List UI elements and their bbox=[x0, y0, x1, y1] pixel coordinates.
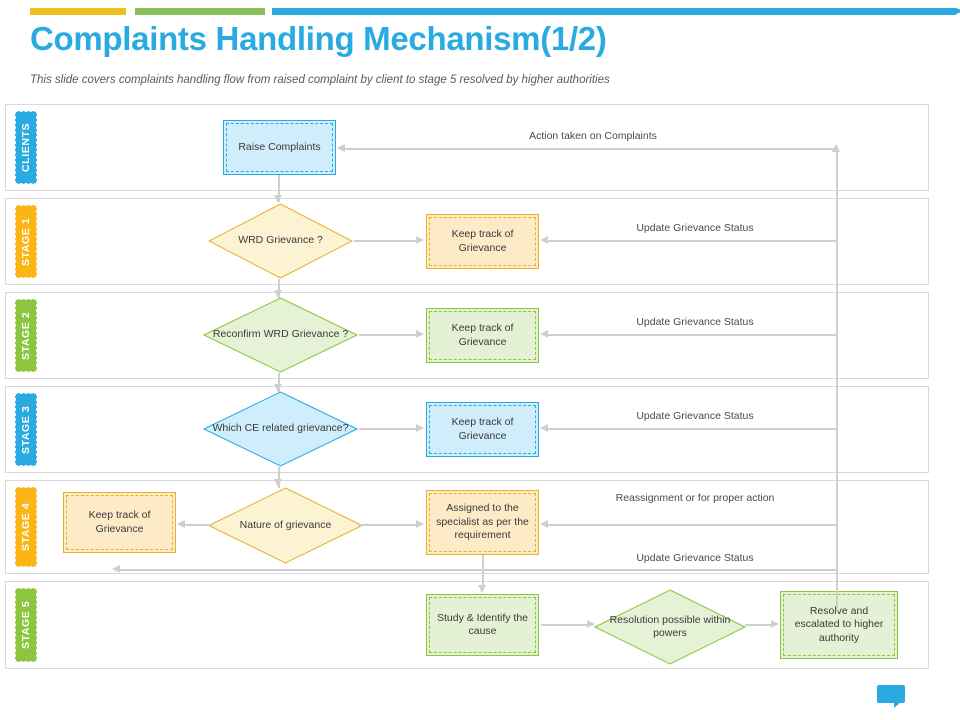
node-assigned-specialist-label: Assigned to the specialist as per the re… bbox=[429, 493, 536, 552]
edge-whichce-to-nature-line bbox=[278, 467, 280, 488]
edge-resolution-to-resolve-line bbox=[745, 624, 772, 626]
edge-raise-to-wrd-arrowhead bbox=[274, 195, 282, 203]
edge-study-to-resolution-arrowhead bbox=[587, 620, 595, 628]
edge-whichce-to-keeptrack-line bbox=[359, 428, 416, 430]
accent-bar-yellow bbox=[30, 8, 126, 15]
node-resolve-escalated-label: Resolve and escalated to higher authorit… bbox=[783, 594, 895, 656]
edge-update-4-arrowhead bbox=[112, 565, 120, 573]
node-wrd-grievance-label: WRD Grievance ? bbox=[238, 234, 323, 247]
edge-label-reassignment: Reassignment or for proper action bbox=[615, 492, 775, 504]
page-subtitle: This slide covers complaints handling fl… bbox=[30, 74, 610, 86]
edge-action-taken-arrowhead bbox=[337, 144, 345, 152]
node-keep-track-3[interactable]: Keep track of Grievance bbox=[426, 402, 539, 457]
node-raise-complaints[interactable]: Raise Complaints bbox=[223, 120, 336, 175]
edge-study-to-resolution-line bbox=[541, 624, 587, 626]
node-keep-track-3-label: Keep track of Grievance bbox=[429, 405, 536, 454]
edge-reconfirm-to-keeptrack-arrowhead bbox=[416, 330, 424, 338]
node-resolve-escalated[interactable]: Resolve and escalated to higher authorit… bbox=[780, 591, 898, 659]
edge-wrd-to-keeptrack-line bbox=[354, 240, 416, 242]
node-reconfirm-wrd[interactable]: Reconfirm WRD Grievance ? bbox=[203, 297, 358, 373]
edge-wrd-to-reconfirm-line bbox=[278, 279, 280, 298]
band-label-stage-5: STAGE 5 bbox=[15, 588, 37, 662]
edge-update-2-arrowhead bbox=[540, 330, 548, 338]
diamond-shape-icon bbox=[208, 203, 353, 279]
node-keep-track-1[interactable]: Keep track of Grievance bbox=[426, 214, 539, 269]
edge-right-trunk-line bbox=[836, 152, 838, 591]
edge-nature-to-keeptrack4-line bbox=[185, 524, 213, 526]
node-reconfirm-wrd-label: Reconfirm WRD Grievance ? bbox=[212, 328, 349, 341]
band-label-stage-1: STAGE 1 bbox=[15, 205, 37, 278]
node-keep-track-2-label: Keep track of Grievance bbox=[429, 311, 536, 360]
diamond-shape-icon bbox=[594, 589, 746, 665]
edge-update-3-line bbox=[548, 428, 837, 430]
edge-reconfirm-to-keeptrack-line bbox=[359, 334, 416, 336]
edge-whichce-to-nature-arrowhead bbox=[274, 479, 282, 487]
band-label-clients: CLIENTS bbox=[15, 111, 37, 184]
flowchart: CLIENTS Raise Complaints Action taken on… bbox=[5, 104, 931, 674]
node-keep-track-1-label: Keep track of Grievance bbox=[429, 217, 536, 266]
edge-assigned-to-study-line bbox=[482, 555, 484, 587]
edge-nature-to-assigned-line bbox=[358, 524, 416, 526]
node-study-identify-label: Study & Identify the cause bbox=[429, 597, 536, 653]
accent-bar-blue bbox=[272, 8, 960, 15]
node-wrd-grievance[interactable]: WRD Grievance ? bbox=[208, 203, 353, 279]
edge-label-update-status-1: Update Grievance Status bbox=[636, 222, 754, 234]
page-title: Complaints Handling Mechanism(1/2) bbox=[30, 20, 607, 57]
edge-whichce-to-keeptrack-arrowhead bbox=[416, 424, 424, 432]
edge-label-action-taken: Action taken on Complaints bbox=[529, 130, 657, 142]
node-study-identify[interactable]: Study & Identify the cause bbox=[426, 594, 539, 656]
node-assigned-specialist[interactable]: Assigned to the specialist as per the re… bbox=[426, 490, 539, 555]
accent-bar-green bbox=[135, 8, 265, 15]
edge-label-update-status-2: Update Grievance Status bbox=[636, 316, 754, 328]
band-label-stage-4: STAGE 4 bbox=[15, 487, 37, 567]
comment-icon[interactable] bbox=[877, 685, 905, 708]
band-clients: CLIENTS bbox=[5, 104, 929, 191]
edge-label-update-status-4: Update Grievance Status bbox=[636, 552, 754, 564]
edge-label-update-status-3: Update Grievance Status bbox=[636, 410, 754, 422]
diamond-shape-icon bbox=[203, 391, 358, 467]
edge-reconfirm-to-whichce-line bbox=[278, 373, 280, 392]
node-which-ce[interactable]: Which CE related grievance? bbox=[203, 391, 358, 467]
node-raise-complaints-label: Raise Complaints bbox=[226, 123, 333, 172]
node-which-ce-label: Which CE related grievance? bbox=[212, 422, 349, 435]
edge-update-2-line bbox=[548, 334, 837, 336]
edge-resolution-to-resolve-arrowhead bbox=[771, 620, 779, 628]
edge-assigned-to-study-arrowhead bbox=[478, 585, 486, 593]
band-label-stage-2: STAGE 2 bbox=[15, 299, 37, 372]
edge-raise-to-wrd-line bbox=[278, 175, 280, 202]
edge-update-3-arrowhead bbox=[540, 424, 548, 432]
edge-nature-to-assigned-arrowhead bbox=[416, 520, 424, 528]
diamond-shape-icon bbox=[208, 487, 363, 564]
edge-action-taken-line bbox=[345, 148, 837, 150]
comment-bubble-icon bbox=[877, 685, 905, 703]
node-nature-of-grievance[interactable]: Nature of grievance bbox=[208, 487, 363, 564]
edge-wrd-to-reconfirm-arrowhead bbox=[274, 290, 282, 298]
edge-reassignment-line bbox=[548, 524, 837, 526]
edge-reconfirm-to-whichce-arrowhead bbox=[274, 384, 282, 392]
diamond-shape-icon bbox=[203, 297, 358, 373]
comment-tail-icon bbox=[894, 702, 901, 708]
edge-resolve-to-trunk-line bbox=[836, 591, 838, 611]
node-keep-track-4-label: Keep track of Grievance bbox=[66, 495, 173, 550]
node-nature-of-grievance-label: Nature of grievance bbox=[239, 518, 332, 531]
edge-update-1-line bbox=[548, 240, 837, 242]
node-resolution-possible-label: Resolution possible within powers bbox=[609, 613, 731, 639]
node-keep-track-4[interactable]: Keep track of Grievance bbox=[63, 492, 176, 553]
node-keep-track-2[interactable]: Keep track of Grievance bbox=[426, 308, 539, 363]
edge-wrd-to-keeptrack-arrowhead bbox=[416, 236, 424, 244]
edge-update-1-arrowhead bbox=[540, 236, 548, 244]
band-label-stage-3: STAGE 3 bbox=[15, 393, 37, 466]
edge-nature-to-keeptrack4-arrowhead bbox=[177, 520, 185, 528]
edge-update-4-line bbox=[120, 569, 837, 571]
edge-reassignment-arrowhead bbox=[540, 520, 548, 528]
node-resolution-possible[interactable]: Resolution possible within powers bbox=[594, 589, 746, 665]
edge-right-trunk-arrowhead bbox=[832, 144, 840, 152]
